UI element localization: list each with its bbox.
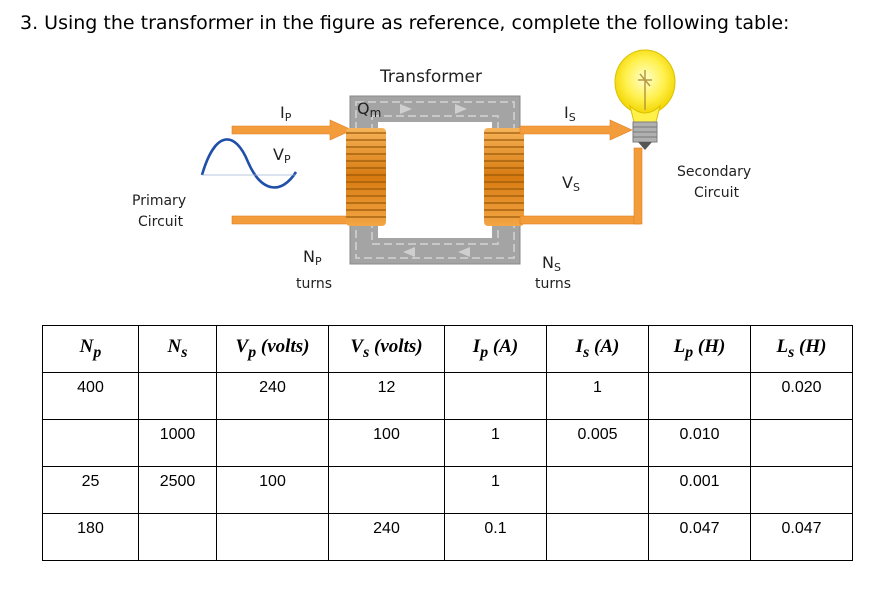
table-cell[interactable]: 0.020 (750, 372, 853, 420)
table-cell[interactable]: 0.010 (648, 419, 751, 467)
primary-current-label: IP (280, 103, 292, 124)
secondary-wires (519, 119, 643, 225)
table-cell[interactable] (750, 419, 853, 467)
table-cell[interactable]: 12 (328, 372, 445, 420)
table-cell[interactable]: 180 (42, 513, 139, 561)
ac-source-sine-wave (200, 138, 298, 189)
secondary-current-label: IS (564, 103, 576, 124)
table-cell[interactable] (138, 372, 217, 420)
header-vp: Vp (volts) (216, 325, 329, 373)
secondary-turns-label: NS (542, 253, 561, 274)
table-row: 180 240 0.1 0.047 0.047 (42, 513, 853, 561)
figure-title: Transformer (379, 67, 482, 87)
table-cell[interactable]: 2500 (138, 466, 217, 514)
header-ip: Ip (A) (444, 325, 547, 373)
table-cell[interactable]: 1000 (138, 419, 217, 467)
flux-label: Qm (357, 99, 381, 120)
primary-turns-label: NP (303, 247, 322, 268)
table-cell[interactable]: 0.047 (648, 513, 751, 561)
table-row: 400 240 12 1 0.020 (42, 372, 853, 420)
table-cell[interactable]: 1 (444, 419, 547, 467)
table-cell[interactable] (42, 419, 139, 467)
secondary-circuit-label-line1: Secondary (677, 164, 751, 180)
table-header-row: Np Ns Vp (volts) Vs (volts) Ip (A) Is (A… (42, 325, 853, 373)
table-cell[interactable]: 0.001 (648, 466, 751, 514)
transformer-data-table: Np Ns Vp (volts) Vs (volts) Ip (A) Is (A… (42, 325, 853, 561)
primary-current-arrow (231, 119, 353, 141)
table-row: 25 2500 100 1 0.001 (42, 466, 853, 514)
table-cell[interactable]: 1 (546, 372, 649, 420)
table-cell[interactable]: 0.047 (750, 513, 853, 561)
secondary-turns-unit: turns (535, 276, 571, 292)
table-cell[interactable] (750, 466, 853, 514)
header-ls: Ls (H) (750, 325, 853, 373)
table-cell[interactable]: 240 (216, 372, 329, 420)
transformer-figure: Transformer (132, 49, 751, 292)
table-cell[interactable]: 100 (328, 419, 445, 467)
table-cell[interactable]: 240 (328, 513, 445, 561)
table-cell[interactable]: 0.005 (546, 419, 649, 467)
primary-coil (346, 128, 386, 226)
table-cell[interactable]: 0.1 (444, 513, 547, 561)
header-vs: Vs (volts) (328, 325, 445, 373)
table-row: 1000 100 1 0.005 0.010 (42, 419, 853, 467)
table-cell[interactable] (546, 513, 649, 561)
header-ns: Ns (138, 325, 217, 373)
secondary-voltage-label: VS (562, 173, 580, 194)
header-is: Is (A) (546, 325, 649, 373)
table-cell[interactable] (328, 466, 445, 514)
primary-circuit-label-line2: Circuit (138, 214, 184, 230)
table-cell[interactable] (444, 372, 547, 420)
primary-voltage-label: VP (273, 145, 291, 166)
table-cell[interactable]: 25 (42, 466, 139, 514)
secondary-circuit-label-line2: Circuit (694, 185, 740, 201)
table-cell[interactable]: 1 (444, 466, 547, 514)
light-bulb-icon (614, 49, 676, 150)
secondary-coil (484, 128, 524, 226)
primary-circuit-label-line1: Primary (132, 193, 186, 209)
table-cell[interactable] (546, 466, 649, 514)
primary-lower-wire (231, 215, 355, 225)
question-text: 3. Using the transformer in the figure a… (20, 12, 790, 34)
table-cell[interactable] (648, 372, 751, 420)
table-cell[interactable] (216, 419, 329, 467)
table-cell[interactable]: 400 (42, 372, 139, 420)
header-lp: Lp (H) (648, 325, 751, 373)
header-np: Np (42, 325, 139, 373)
table-cell[interactable]: 100 (216, 466, 329, 514)
table-cell[interactable] (216, 513, 329, 561)
table-cell[interactable] (138, 513, 217, 561)
primary-turns-unit: turns (296, 276, 332, 292)
